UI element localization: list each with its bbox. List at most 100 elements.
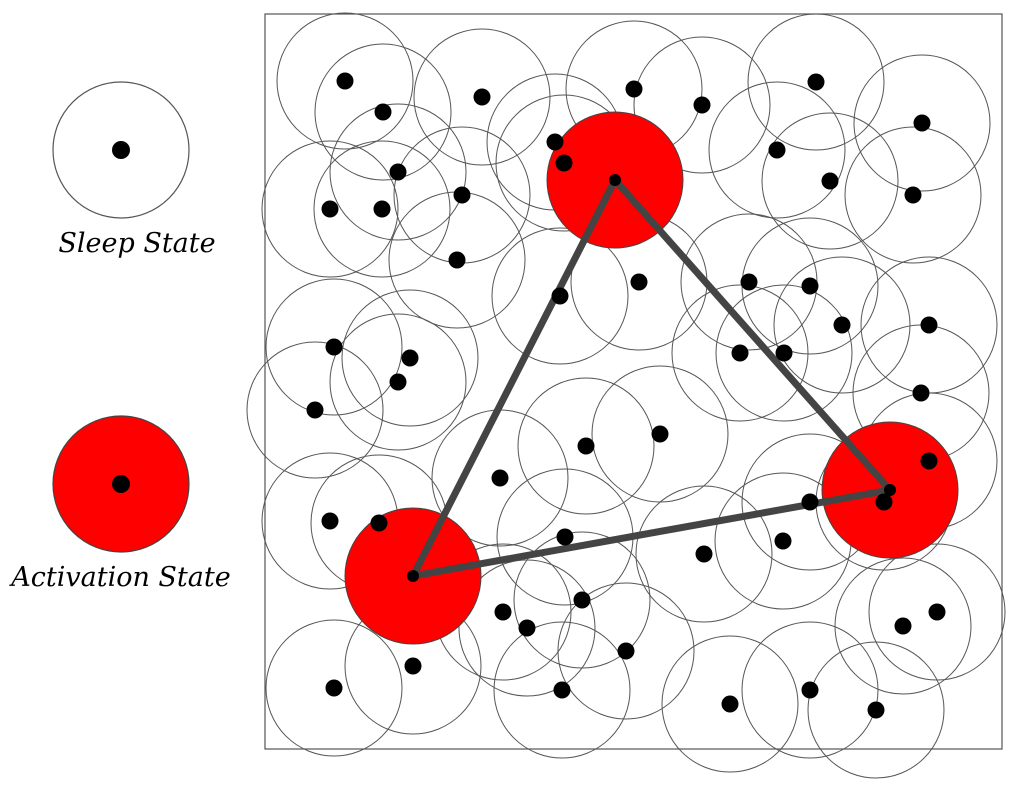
sleep-node-dot bbox=[573, 591, 591, 609]
sleep-node-dot bbox=[448, 251, 466, 269]
sleep-node-dot bbox=[370, 514, 388, 532]
active-link-line bbox=[409, 176, 619, 580]
sleep-range-circle bbox=[635, 485, 773, 623]
legend-sleep-range-circle bbox=[52, 81, 190, 219]
legend-sleep-label: Sleep State bbox=[58, 228, 215, 259]
sleep-node-dot bbox=[617, 642, 635, 660]
sleep-node-dot bbox=[373, 200, 391, 218]
sleep-node-dot bbox=[833, 316, 851, 334]
sleep-range-circle bbox=[671, 284, 809, 422]
sleep-range-circle bbox=[246, 341, 384, 479]
legend-activation: Activation State bbox=[8, 415, 231, 593]
sleep-range-circle bbox=[834, 557, 972, 695]
legend-sleep: Sleep State bbox=[52, 81, 216, 259]
sleep-node-dot bbox=[404, 657, 422, 675]
active-node-dot bbox=[407, 570, 419, 582]
sleep-node-dot bbox=[821, 172, 839, 190]
sleep-node-dot bbox=[894, 617, 912, 635]
sleep-range-circle bbox=[773, 256, 911, 394]
sleep-range-circle bbox=[329, 103, 467, 241]
sleep-node-dot bbox=[768, 141, 786, 159]
sleep-node-dot bbox=[325, 679, 343, 697]
sleep-node-dot bbox=[693, 96, 711, 114]
sleep-range-circle bbox=[844, 126, 982, 264]
sleep-node-dot bbox=[389, 163, 407, 181]
sensing-range-layer bbox=[246, 12, 1006, 779]
sleep-range-circle bbox=[413, 28, 551, 166]
sleep-range-circle bbox=[741, 621, 879, 759]
sleep-node-dot bbox=[555, 154, 573, 172]
sleep-node-dot bbox=[551, 287, 569, 305]
sleep-node-dot bbox=[920, 316, 938, 334]
sleep-node-dot bbox=[553, 681, 571, 699]
sleep-node-dot bbox=[546, 133, 564, 151]
sleep-range-circle bbox=[329, 313, 467, 451]
sleep-node-dot bbox=[374, 103, 392, 121]
sleep-range-circle bbox=[661, 635, 799, 773]
sleep-range-circle bbox=[265, 619, 403, 757]
sleep-range-circle bbox=[807, 641, 945, 779]
sleep-range-circle bbox=[633, 36, 771, 174]
sleep-range-circle bbox=[276, 12, 414, 150]
sleep-node-dot bbox=[651, 425, 669, 443]
sleep-range-circle bbox=[341, 289, 479, 427]
sleep-node-dot bbox=[518, 619, 536, 637]
sleep-node-dot bbox=[913, 114, 931, 132]
sleep-range-circle bbox=[493, 621, 631, 759]
sleep-node-dot bbox=[306, 401, 324, 419]
deployment-field-border bbox=[264, 13, 1003, 750]
active-node-layer bbox=[344, 111, 959, 645]
sleep-range-circle bbox=[557, 582, 695, 720]
sleep-node-dot bbox=[473, 88, 491, 106]
sleep-node-dot bbox=[321, 200, 339, 218]
sleep-node-dot bbox=[867, 701, 885, 719]
sleep-range-circle bbox=[517, 377, 655, 515]
sleep-node-dot bbox=[494, 603, 512, 621]
active-link-line bbox=[611, 176, 894, 494]
sleep-node-dot bbox=[695, 545, 713, 563]
legend-sleep-node-dot bbox=[112, 141, 130, 159]
sleep-range-circle bbox=[491, 227, 629, 365]
sleep-node-dot bbox=[731, 344, 749, 362]
sleep-node-dot bbox=[801, 493, 819, 511]
sleep-node-dot bbox=[401, 349, 419, 367]
sleep-range-circle bbox=[853, 54, 991, 192]
sleep-node-dot bbox=[807, 73, 825, 91]
sleep-node-dot bbox=[625, 80, 643, 98]
sleep-node-dot bbox=[928, 603, 946, 621]
sleep-node-dot bbox=[325, 338, 343, 356]
sleep-node-dot bbox=[740, 273, 758, 291]
sleep-node-dot bbox=[904, 186, 922, 204]
sleep-range-circle bbox=[314, 43, 452, 181]
sleep-node-dot bbox=[774, 532, 792, 550]
sleep-node-dot bbox=[875, 493, 893, 511]
sleep-node-dot bbox=[775, 344, 793, 362]
sleep-node-dot bbox=[801, 277, 819, 295]
sleep-range-circle bbox=[261, 140, 399, 278]
sleep-node-dot bbox=[801, 681, 819, 699]
sleep-node-dot bbox=[453, 186, 471, 204]
sleep-range-circle bbox=[708, 81, 846, 219]
sleep-range-circle bbox=[458, 559, 596, 697]
sleep-range-circle bbox=[265, 278, 403, 416]
sleep-node-dot bbox=[321, 512, 339, 530]
link-layer bbox=[409, 176, 894, 580]
sleep-node-dot bbox=[491, 469, 509, 487]
sleep-node-dot bbox=[556, 528, 574, 546]
sleep-range-circle bbox=[761, 112, 899, 250]
legend-activation-label: Activation State bbox=[8, 562, 230, 593]
sleep-node-dot bbox=[389, 373, 407, 391]
legend-activation-node-dot bbox=[112, 475, 130, 493]
active-node-dot bbox=[609, 174, 621, 186]
sleep-node-dot bbox=[721, 695, 739, 713]
sleep-range-circle bbox=[747, 13, 885, 151]
active-node-dot bbox=[884, 484, 896, 496]
sleep-node-dot bbox=[630, 273, 648, 291]
sleep-node-dot bbox=[336, 72, 354, 90]
sleep-node-dot bbox=[912, 384, 930, 402]
node-dot-layer bbox=[306, 72, 946, 719]
sleep-node-dot bbox=[920, 452, 938, 470]
sleep-range-circle bbox=[715, 284, 853, 422]
sleep-range-circle bbox=[313, 140, 451, 278]
